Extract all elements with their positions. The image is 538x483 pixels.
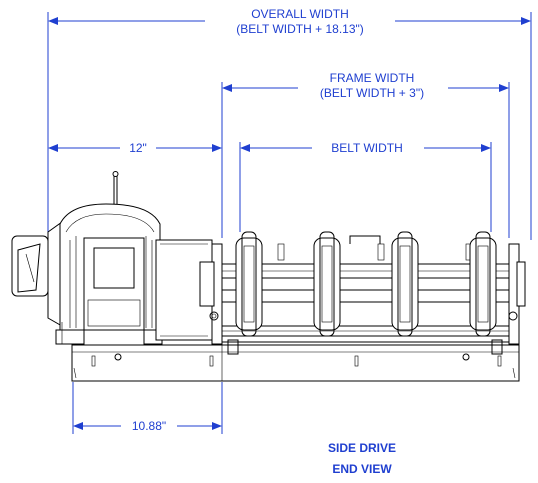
overall-width-formula: (BELT WIDTH + 18.13"): [236, 22, 364, 36]
frame-width-dimension: FRAME WIDTH (BELT WIDTH + 3"): [221, 71, 510, 238]
view-caption-line1: SIDE DRIVE: [328, 441, 396, 455]
overall-width-dimension: OVERALL WIDTH (BELT WIDTH + 18.13"): [47, 7, 532, 240]
frame-width-label: FRAME WIDTH: [330, 71, 415, 85]
base-offset-dimension: 10.88": [72, 382, 223, 434]
frame-width-formula: (BELT WIDTH + 3"): [320, 86, 424, 100]
overall-width-label: OVERALL WIDTH: [251, 7, 349, 21]
drive-motor: [11, 171, 213, 345]
base-offset-label: 10.88": [132, 419, 166, 433]
motor-offset-label: 12": [129, 141, 147, 155]
belt-width-dimension: BELT WIDTH: [239, 141, 492, 232]
motor-offset-dimension: 12": [48, 141, 222, 155]
conveyor-frame: [199, 235, 526, 355]
view-caption-line2: END VIEW: [332, 462, 392, 476]
belt-width-label: BELT WIDTH: [331, 141, 403, 155]
sprocket-assembly: [235, 231, 497, 337]
base-plate: [71, 344, 520, 382]
